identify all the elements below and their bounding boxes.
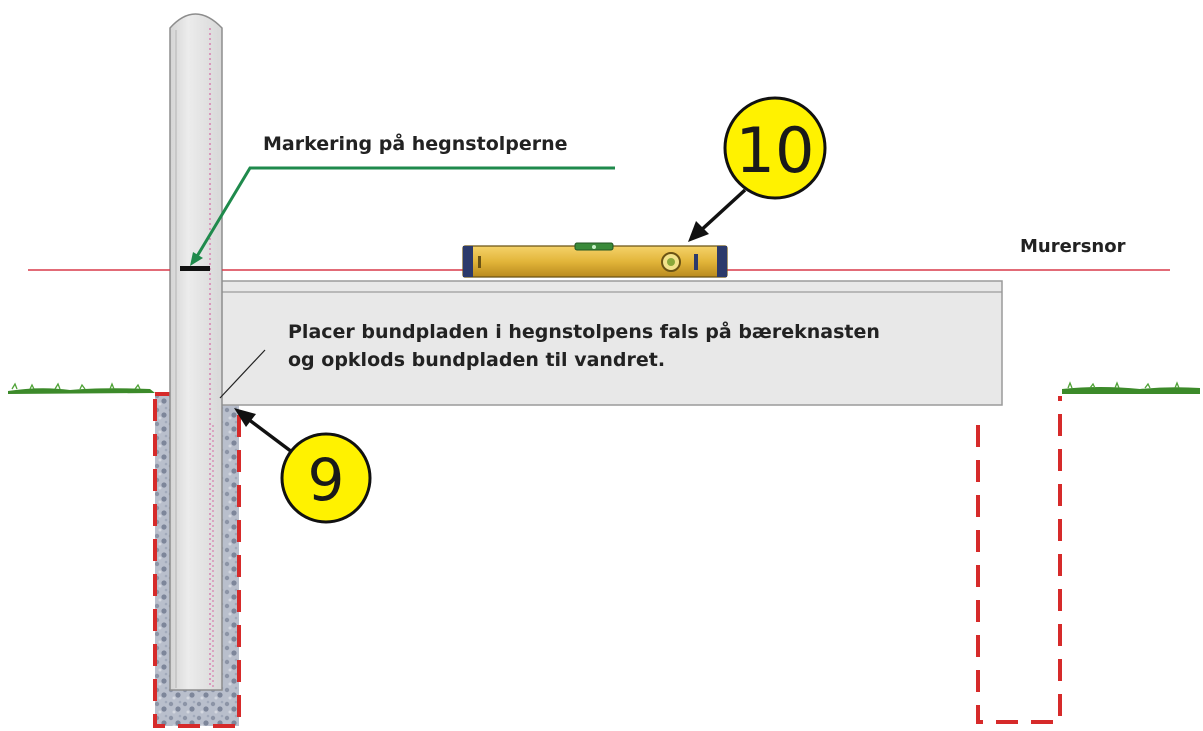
mason-string-label: Murersnor [1020, 236, 1126, 257]
marking-leader-arrowhead [190, 252, 203, 266]
base-board [219, 280, 1003, 406]
instruction-line-2: og opklods bundpladen til vandret. [288, 349, 666, 371]
post-hole-outline-right [976, 396, 1062, 724]
step-badge-10-number: 10 [736, 114, 815, 187]
post-marking [180, 266, 210, 271]
step-10-arrowhead [688, 221, 709, 242]
grass-left [8, 382, 155, 394]
step-9-arrow-shaft [242, 414, 294, 454]
step-badge-10: 10 [723, 96, 827, 200]
instruction-leader-line [219, 349, 266, 399]
step-10-arrow-shaft [696, 188, 747, 235]
instruction-line-1: Placer bundpladen i hegnstolpens fals på… [288, 321, 880, 343]
step-badge-9: 9 [280, 432, 372, 524]
marking-leader-line [194, 166, 615, 259]
step-badge-9-number: 9 [308, 446, 345, 514]
instruction-text: Placer bundpladen i hegnstolpens fals på… [288, 318, 880, 374]
fence-post [169, 13, 223, 691]
post-marking-label: Markering på hegnstolperne [263, 133, 568, 155]
grass-right [1062, 381, 1200, 394]
step-9-arrowhead [234, 408, 256, 427]
spirit-level-icon [462, 242, 728, 278]
